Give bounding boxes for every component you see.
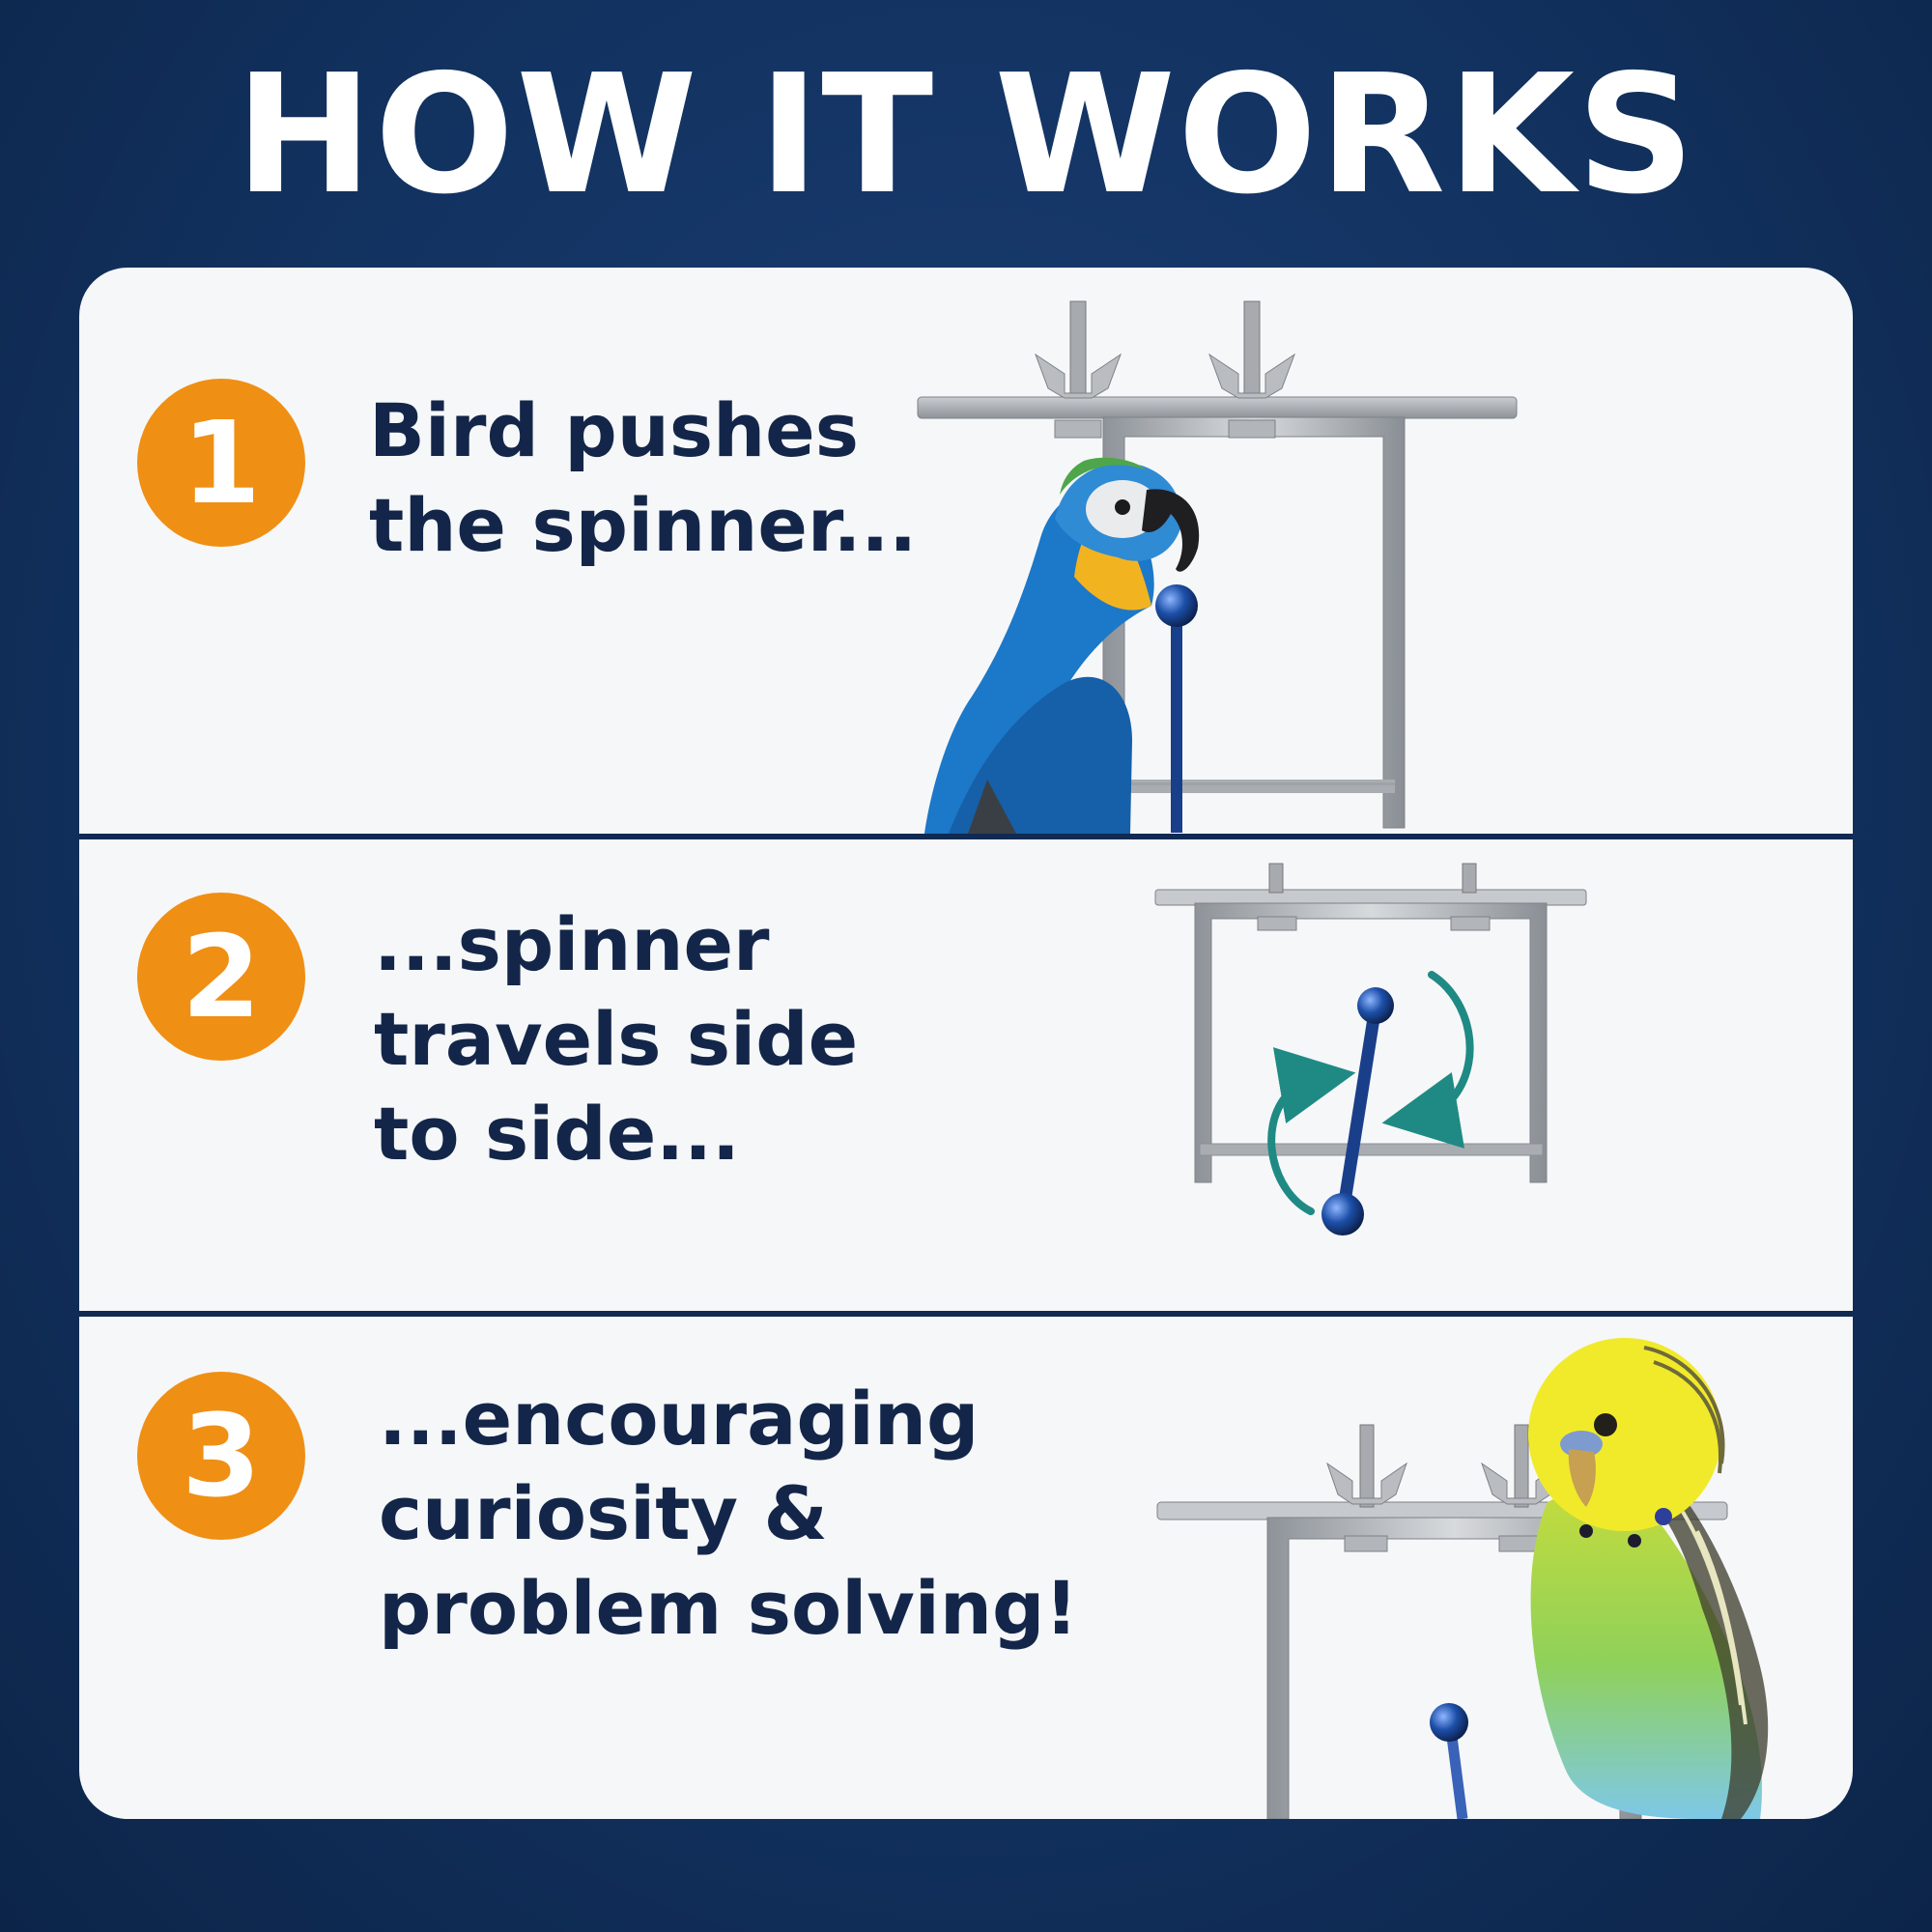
macaw xyxy=(924,457,1200,834)
step-3: 3 ...encouraging curiosity & problem sol… xyxy=(79,1319,1853,1819)
step-3-caption: ...encouraging curiosity & problem solvi… xyxy=(379,1372,1078,1656)
step-1: 1 Bird pushes the spinner... xyxy=(79,268,1853,834)
spinner-bar xyxy=(1321,987,1394,1236)
perch-bracket xyxy=(917,396,1518,829)
budgie-perch-illustration xyxy=(1156,1338,1769,1819)
page-title: HOW IT WORKS xyxy=(235,40,1697,231)
divider-2 xyxy=(79,1311,1853,1317)
wing-nut-bolts xyxy=(1326,1424,1562,1508)
step-1-line-1: Bird pushes xyxy=(369,387,859,473)
perch-bracket xyxy=(1154,863,1587,1183)
spinner-bar xyxy=(1430,1703,1468,1819)
step-2-badge: 2 xyxy=(137,893,305,1061)
step-1-line-2: the spinner... xyxy=(369,482,918,568)
step-2: 2 ...spinner travels side to side... xyxy=(79,839,1853,1311)
wing-nut-bolts xyxy=(1034,300,1296,439)
step-1-badge: 1 xyxy=(137,379,305,547)
spinner-motion-illustration xyxy=(1154,863,1587,1236)
steps-card: 1 Bird pushes the spinner... xyxy=(79,268,1853,1819)
step-2-line-1: ...spinner xyxy=(374,901,770,987)
divider-1 xyxy=(79,834,1853,839)
spinner-bar xyxy=(1155,584,1198,833)
step-2-line-2: travels side xyxy=(374,996,859,1082)
step-1-caption: Bird pushes the spinner... xyxy=(369,384,917,573)
budgie xyxy=(1528,1338,1769,1819)
step-2-caption: ...spinner travels side to side... xyxy=(374,897,858,1181)
rotation-arrows-icon xyxy=(1267,971,1474,1215)
step-3-line-1: ...encouraging xyxy=(379,1376,980,1462)
step-3-line-3: problem solving! xyxy=(379,1565,1079,1651)
step-3-badge: 3 xyxy=(137,1372,305,1540)
step-2-line-3: to side... xyxy=(374,1091,740,1177)
macaw-perch-illustration xyxy=(917,300,1518,834)
step-3-line-2: curiosity & xyxy=(379,1470,828,1556)
